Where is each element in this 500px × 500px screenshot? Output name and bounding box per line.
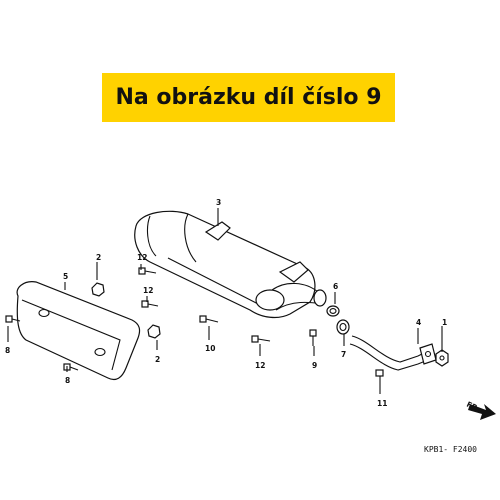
part-label: 12	[143, 286, 153, 295]
part-label: 9	[312, 361, 317, 370]
nut-icon[interactable]	[147, 324, 161, 339]
part-label: 12	[255, 361, 265, 370]
bolt-icon[interactable]	[199, 315, 219, 323]
banner-text: Na obrázku díl číslo 9	[115, 85, 382, 110]
nut-icon[interactable]	[91, 282, 105, 297]
part-label: 2	[155, 355, 160, 364]
joint-collar-icon[interactable]	[336, 319, 350, 335]
part-label: 4	[416, 318, 421, 327]
nut-icon[interactable]	[435, 349, 449, 367]
heat-shield[interactable]	[16, 281, 141, 381]
bolt-icon[interactable]	[63, 363, 79, 371]
part-label: 1	[442, 318, 447, 327]
diagram-code: KPB1- F2400	[424, 445, 477, 454]
part-label: 5	[63, 272, 68, 281]
front-direction-indicator: FR.	[465, 400, 496, 420]
bolt-icon[interactable]	[375, 369, 384, 386]
highlight-banner: Na obrázku díl číslo 9	[102, 73, 395, 122]
gasket-icon[interactable]	[326, 305, 340, 317]
exhaust-pipe[interactable]	[349, 335, 437, 371]
part-label: 8	[5, 346, 10, 355]
part-label: 8	[65, 376, 70, 385]
muffler[interactable]	[134, 210, 327, 319]
part-label: 2	[96, 253, 101, 262]
part-label: 12	[137, 253, 147, 262]
bolt-icon[interactable]	[251, 335, 271, 343]
bolt-icon[interactable]	[141, 300, 159, 308]
bolt-icon[interactable]	[309, 329, 317, 346]
leader-lines	[7, 208, 443, 394]
part-label: 6	[333, 282, 338, 291]
bolt-icon[interactable]	[5, 315, 21, 323]
part-label: 3	[216, 198, 221, 207]
part-label: 7	[341, 350, 346, 359]
bolt-icon[interactable]	[138, 267, 157, 275]
arrow-icon	[468, 404, 496, 420]
part-label: 11	[377, 399, 387, 408]
part-label: 10	[205, 344, 215, 353]
